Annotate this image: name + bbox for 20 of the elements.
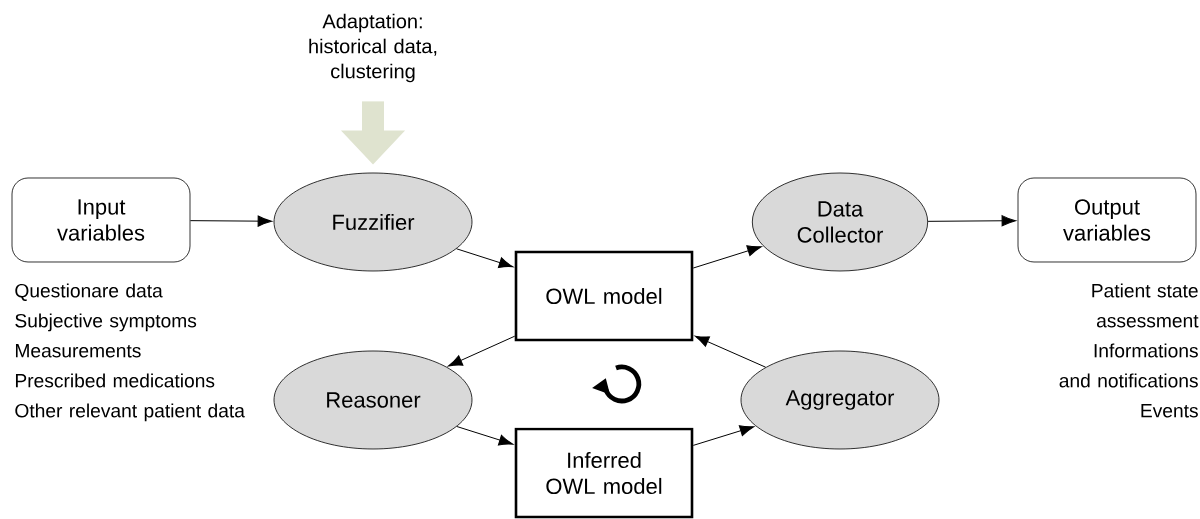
arrow [692,425,755,446]
node-label: Subjective symptoms [15,313,197,332]
model-box: OWL model [514,250,694,342]
arrow [456,426,514,446]
arrow [189,215,273,227]
arrow [692,245,762,269]
node-label: Measurements [15,344,141,358]
node-label: Prescribed medications [15,373,215,388]
arrow [456,248,514,269]
arrow [448,335,516,367]
output-box: Output variables [1017,177,1197,263]
model-box: Inferred OWL model [514,427,694,519]
node-label: Questionare data [15,283,163,301]
node-label: Other relevant patient data [15,403,245,422]
arrow [694,335,767,368]
output-list: Patient state assessment Informations and notifications Events [1059,283,1199,418]
arrow [927,215,1017,227]
input-list: Questionare data Subjective symptoms Measurements Prescribed medications Other relevant patient data [15,283,245,422]
input-box: Input variables [11,177,191,263]
adaptation-text: Adaptation: historical data, clustering [309,13,437,83]
